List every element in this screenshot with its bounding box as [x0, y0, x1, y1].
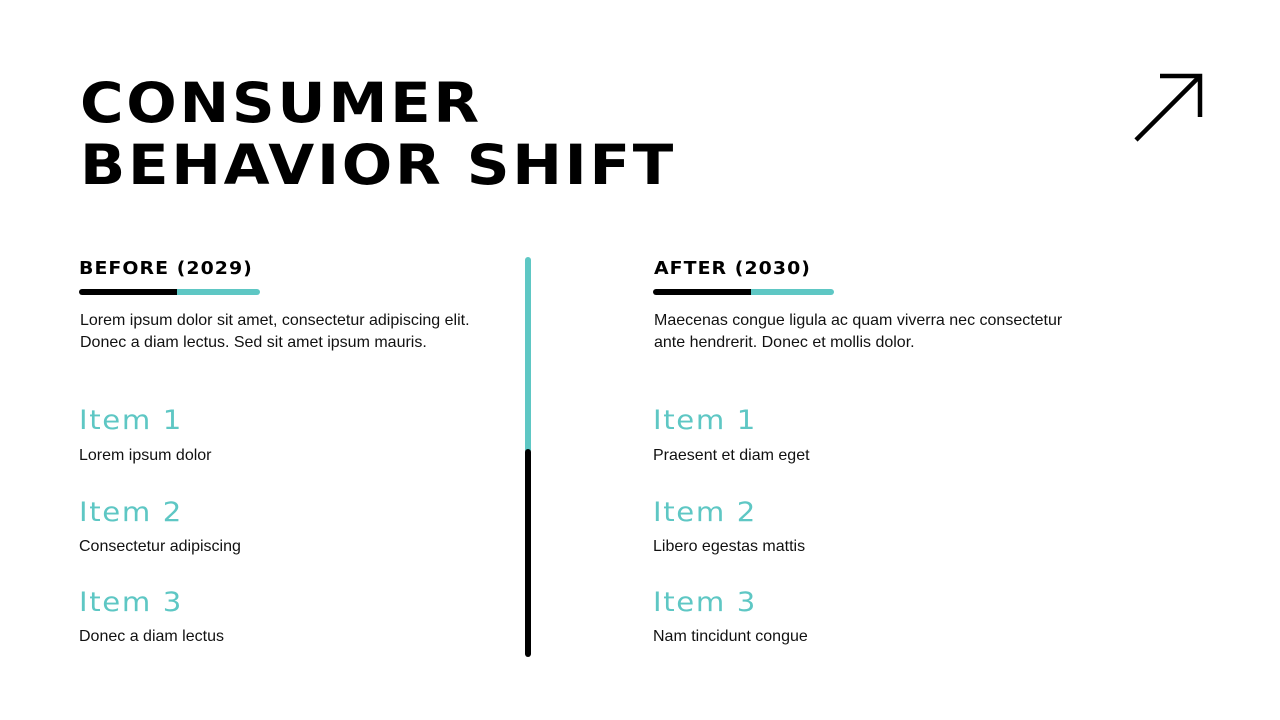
after-item-2-text: Libero egestas mattis	[653, 538, 806, 555]
divider-line-top	[525, 257, 531, 453]
title-line-2: BEHAVIOR SHIFT	[80, 133, 676, 197]
after-item-3-text: Nam tincidunt congue	[653, 628, 808, 645]
after-item-1-text: Praesent et diam eget	[653, 447, 810, 464]
before-item-2-text: Consectetur adipiscing	[79, 538, 241, 555]
after-underline-bar	[653, 289, 834, 295]
after-item-1-title: Item 1	[653, 405, 757, 436]
before-item-3-title: Item 3	[79, 587, 183, 618]
before-description: Lorem ipsum dolor sit amet, consectetur …	[80, 312, 470, 351]
divider-line-bottom	[525, 449, 531, 657]
after-description: Maecenas congue ligula ac quam viverra n…	[654, 312, 1063, 351]
after-item-2-title: Item 2	[653, 497, 757, 528]
before-item-1-text: Lorem ipsum dolor	[79, 447, 212, 464]
arrow-up-right-icon	[1134, 73, 1203, 142]
slide-title: CONSUMER BEHAVIOR SHIFT	[80, 72, 676, 196]
before-item-1-title: Item 1	[79, 405, 183, 436]
title-line-1: CONSUMER	[80, 71, 482, 135]
before-item-2-title: Item 2	[79, 497, 183, 528]
after-item-3-title: Item 3	[653, 587, 757, 618]
before-underline-bar	[79, 289, 260, 295]
before-header: BEFORE (2029)	[79, 258, 253, 279]
before-item-3-text: Donec a diam lectus	[79, 628, 224, 645]
after-header: AFTER (2030)	[654, 258, 811, 279]
